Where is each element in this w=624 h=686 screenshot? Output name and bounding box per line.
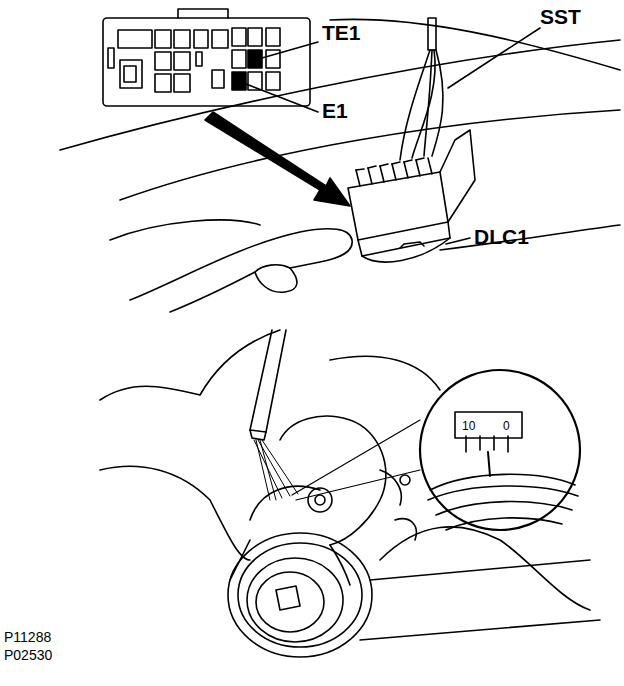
connector-label: DLC1 bbox=[474, 226, 529, 247]
pin-label: TE1 bbox=[322, 22, 361, 43]
timing-mark: 10 bbox=[462, 420, 475, 432]
pin-label: E1 bbox=[322, 100, 348, 121]
timing-mark: 0 bbox=[503, 420, 510, 432]
figure-number: P02530 bbox=[4, 648, 52, 662]
tool-label: SST bbox=[540, 6, 581, 27]
figure-number: P11288 bbox=[4, 630, 51, 644]
